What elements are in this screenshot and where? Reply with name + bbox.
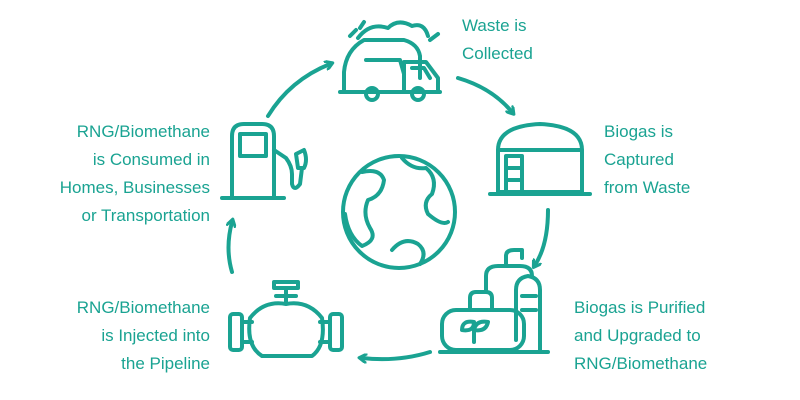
purification-plant-icon [438,248,550,354]
arrow-plant-to-valve [362,350,432,359]
garbage-truck-icon [338,20,442,102]
arrow-truck-to-tank [456,76,512,112]
label-line: Biogas is Purified [574,298,706,317]
biogas-tank-icon [488,122,592,196]
arrow-pump-to-truck [266,64,330,118]
label-line: and Upgraded to [574,326,701,345]
label-line: Biogas is [604,122,673,141]
fuel-pump-icon [220,122,308,200]
label-line: or Transportation [81,206,210,225]
label-line: from Waste [604,178,691,197]
label-line: Collected [462,44,533,63]
arrow-tank-to-plant [535,208,550,265]
label-line: RNG/Biomethane [76,298,210,317]
label-line: Waste is [462,16,527,35]
label-line: RNG/Biomethane [76,122,210,141]
label-line: Captured [604,150,674,169]
step-label-biogas-captured: Biogas is Captured from Waste [604,118,690,202]
step-label-biogas-purified: Biogas is Purified and Upgraded to RNG/B… [574,294,707,378]
label-line: Homes, Businesses [59,178,210,197]
step-label-consumed: RNG/Biomethane is Consumed in Homes, Bus… [60,118,210,230]
globe-icon [341,154,457,270]
label-line: the Pipeline [121,354,210,373]
label-line: RNG/Biomethane [574,354,708,373]
step-label-waste-collected: Waste is Collected [462,12,533,68]
step-label-injected-pipeline: RNG/Biomethane is Injected into the Pipe… [77,294,210,378]
arrow-valve-to-pump [229,222,233,274]
pipeline-valve-icon [228,280,344,358]
label-line: is Consumed in [92,150,210,169]
label-line: is Injected into [101,326,210,345]
